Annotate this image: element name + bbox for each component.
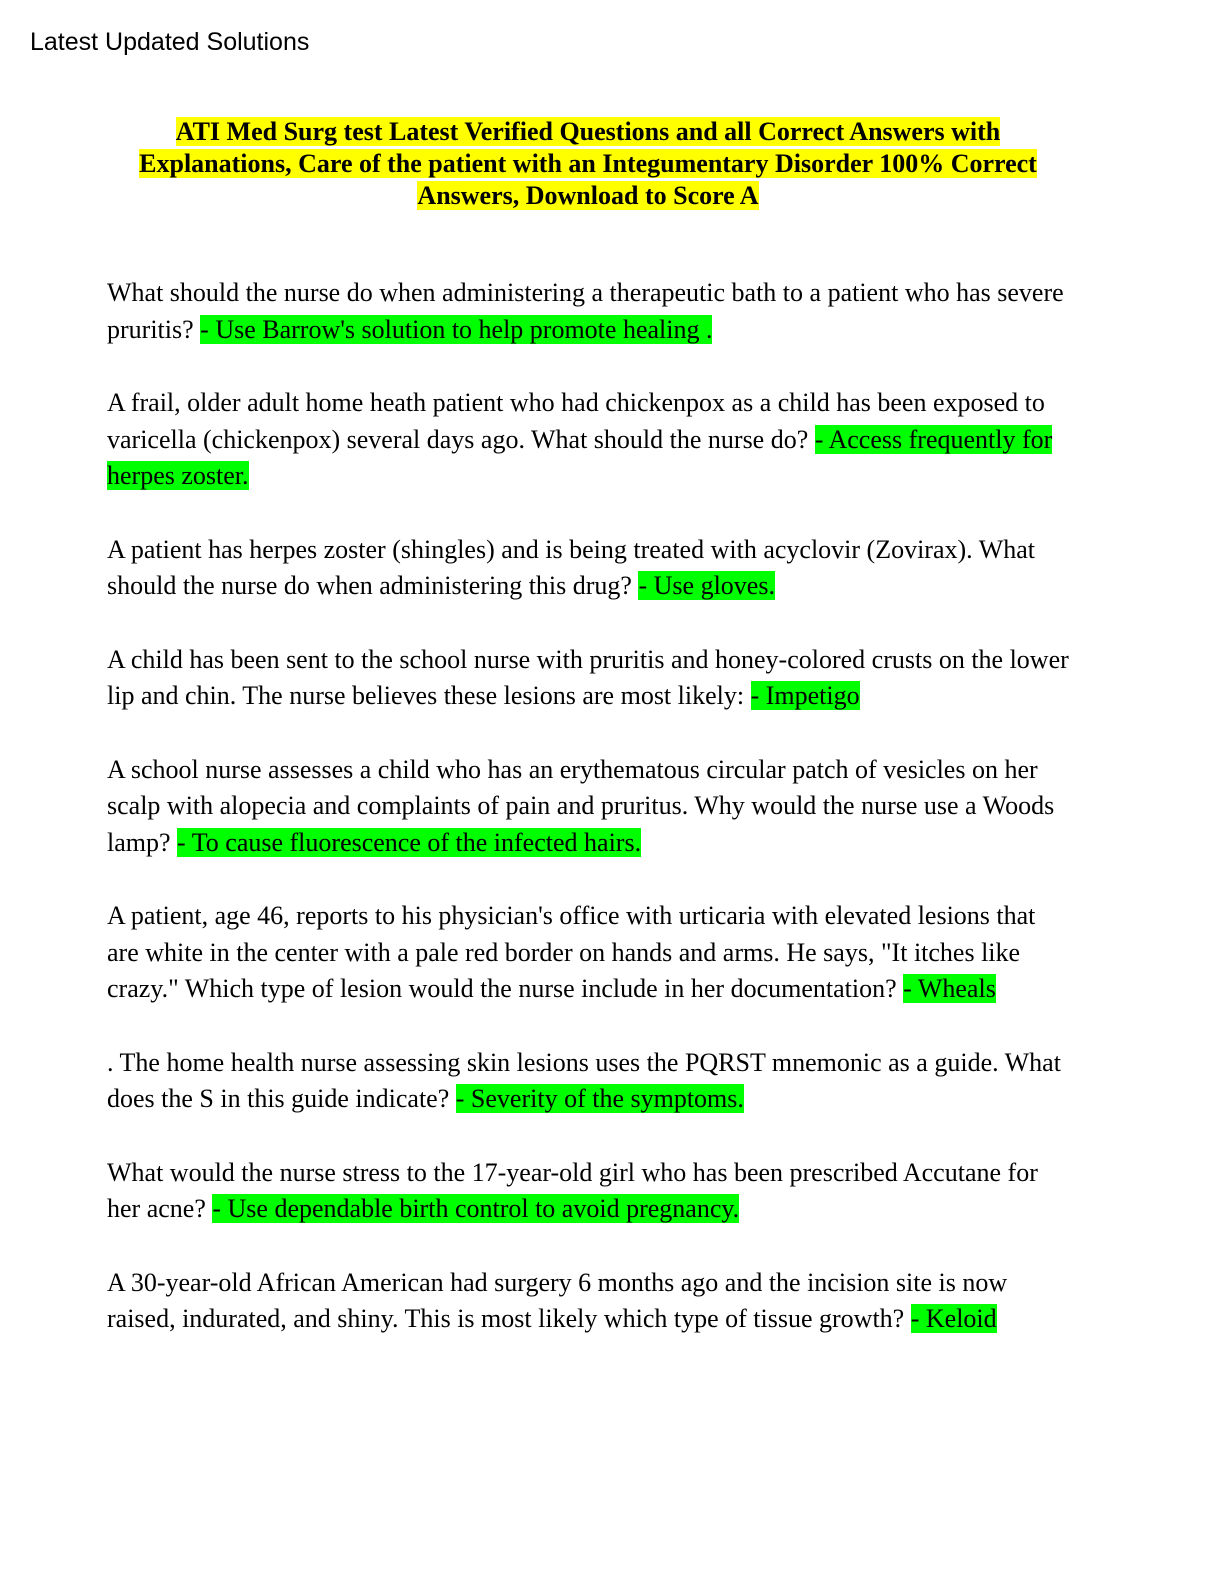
header-label: Latest Updated Solutions (30, 28, 310, 56)
answer-text: - Impetigo (750, 681, 860, 710)
qa-item: A 30-year-old African American had surge… (107, 1265, 1072, 1338)
qa-item: A school nurse assesses a child who has … (107, 752, 1072, 862)
qa-item: A child has been sent to the school nurs… (107, 642, 1072, 715)
qa-item: What would the nurse stress to the 17-ye… (107, 1155, 1072, 1228)
qa-list: What should the nurse do when administer… (107, 275, 1072, 1375)
document-title: ATI Med Surg test Latest Verified Questi… (100, 116, 1076, 212)
question-text: A school nurse assesses a child who has … (107, 754, 1055, 857)
question-text: What should the nurse do when administer… (107, 278, 1064, 344)
question-text: A child has been sent to the school nurs… (107, 644, 1069, 711)
qa-item: What should the nurse do when administer… (107, 275, 1072, 348)
qa-item: . The home health nurse assessing skin l… (107, 1045, 1072, 1118)
question-text: A 30-year-old African American had surge… (107, 1267, 1008, 1334)
answer-text: - Wheals (903, 974, 996, 1003)
question-text: A frail, older adult home heath patient … (107, 388, 1045, 454)
answer-text: - Use dependable birth control to avoid … (212, 1194, 740, 1223)
question-text: A patient, age 46, reports to his physic… (107, 901, 1036, 1003)
answer-text: - Use gloves. (638, 571, 775, 600)
qa-item: A patient, age 46, reports to his physic… (107, 898, 1072, 1008)
qa-item: A patient has herpes zoster (shingles) a… (107, 532, 1072, 605)
answer-text: - Use Barrow's solution to help promote … (200, 314, 713, 344)
answer-text: - Severity of the symptoms. (455, 1084, 744, 1113)
document-title-text: ATI Med Surg test Latest Verified Questi… (139, 117, 1037, 210)
qa-item: A frail, older adult home heath patient … (107, 385, 1072, 495)
answer-text: - To cause fluorescence of the infected … (177, 827, 642, 857)
question-text: A patient has herpes zoster (shingles) a… (107, 534, 1036, 601)
question-text: . The home health nurse assessing skin l… (107, 1047, 1061, 1114)
question-text: What would the nurse stress to the 17-ye… (107, 1157, 1038, 1224)
answer-text: - Keloid (910, 1304, 997, 1333)
